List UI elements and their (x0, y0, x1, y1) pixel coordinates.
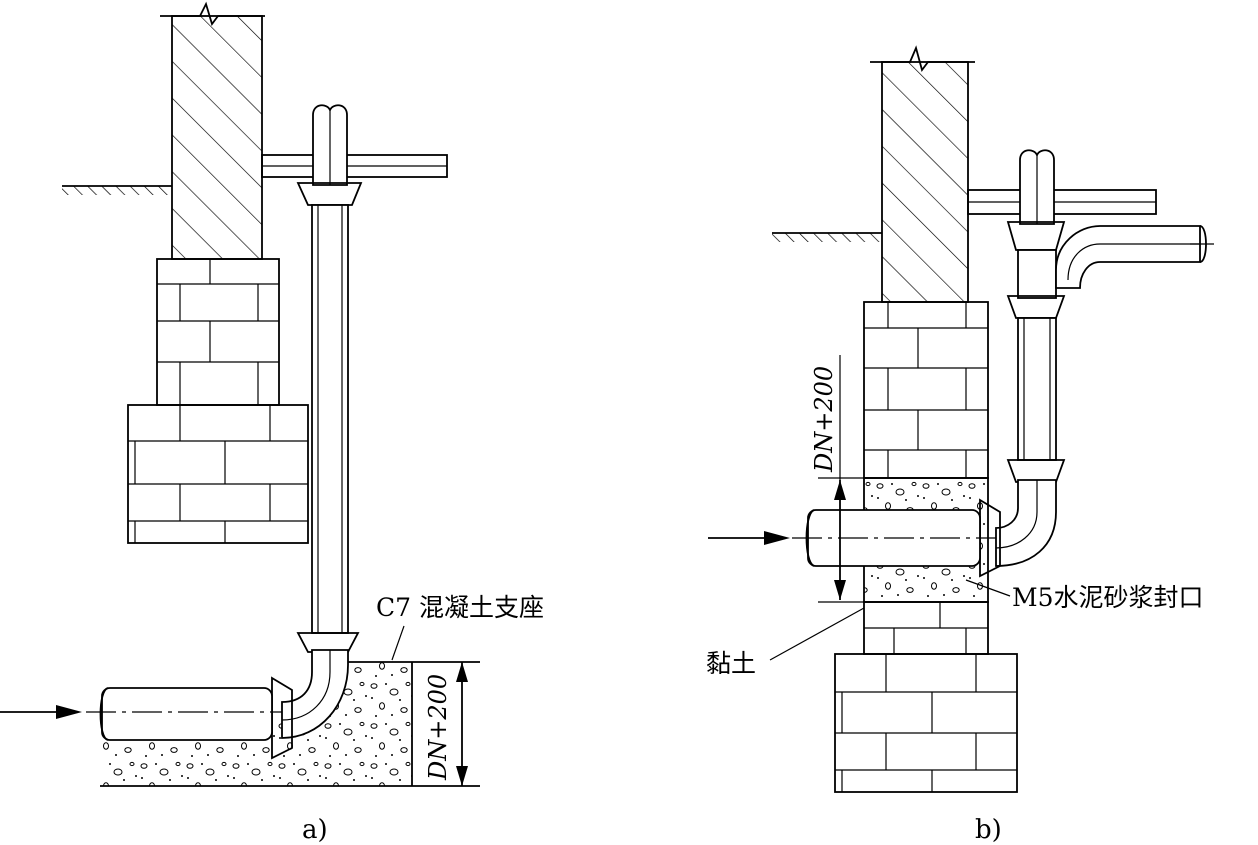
dimension-label-b: DN+200 (810, 366, 838, 473)
sealing-label-b: M5水泥砂浆封口 (965, 579, 1204, 612)
clay-label-b: 黏土 (706, 607, 865, 678)
ground-surface-a (62, 185, 172, 195)
lower-brick-small-b (863, 601, 989, 655)
sealing-label: M5水泥砂浆封口 (1012, 583, 1204, 612)
lower-brick-foundation-a (127, 404, 309, 544)
vertical-pipe-b (1006, 149, 1066, 483)
flow-arrow-b (708, 531, 790, 545)
elbow-pipe-a (86, 649, 349, 760)
horizontal-pipe-upper-b (967, 189, 1157, 215)
diagram-a: DN+200 C7 混凝土支座 a) (0, 1, 544, 845)
caption-b: b) (975, 815, 1002, 845)
wall-a (160, 1, 265, 260)
upper-brick-foundation-a (156, 258, 280, 406)
diagram-b: DN+200 M5水泥砂浆封口 黏土 b) (706, 45, 1214, 845)
elbow-pipe-b (792, 479, 1057, 578)
flow-arrow-a (0, 705, 82, 719)
dimension-b: DN+200 (810, 355, 864, 603)
caption-a: a) (302, 815, 328, 845)
upper-brick-b (863, 301, 989, 479)
dimension-a: DN+200 (424, 662, 468, 786)
wall-b (870, 45, 975, 303)
horizontal-pipe-upper-a (261, 154, 448, 178)
concrete-support-label-a: C7 混凝土支座 (376, 593, 544, 661)
lower-brick-large-b (834, 653, 1018, 793)
dimension-label-a: DN+200 (424, 674, 452, 781)
concrete-support-label: C7 混凝土支座 (376, 593, 544, 622)
branch-pipe-b (1055, 225, 1214, 289)
clay-label: 黏土 (706, 649, 756, 678)
vertical-pipe-a (296, 104, 363, 653)
ground-surface-b (772, 232, 882, 242)
